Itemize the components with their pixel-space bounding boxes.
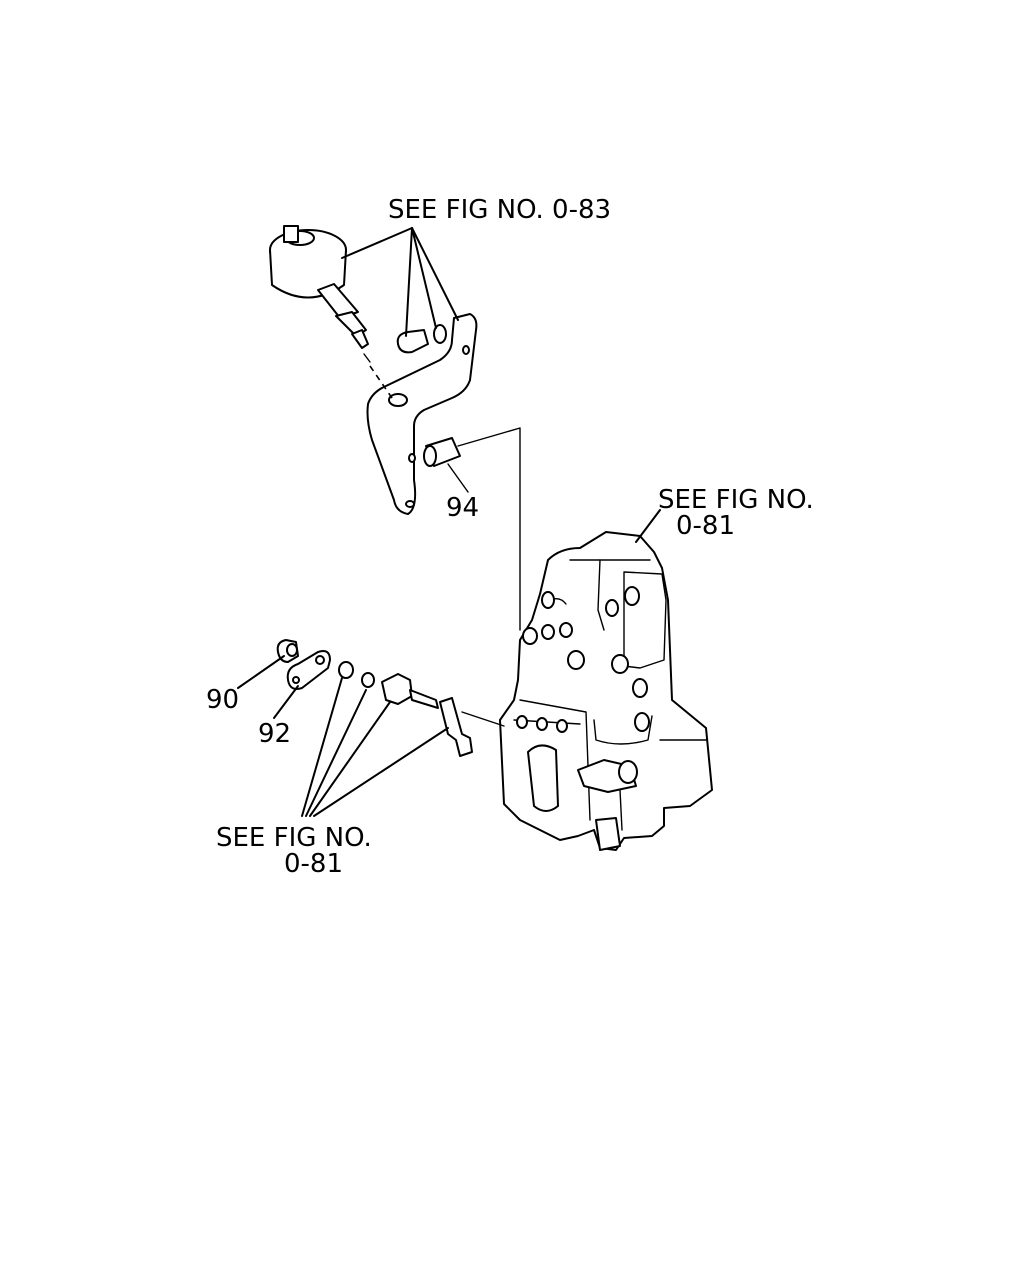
leader-lines-left — [237, 655, 505, 817]
leader-lines-top — [341, 227, 459, 337]
leader-94 — [447, 463, 469, 493]
ref-label-right-line1: SEE FIG NO. — [658, 485, 814, 515]
ref-label-left-line2: 0-81 — [284, 849, 343, 879]
leader-94-top — [457, 427, 521, 631]
part-label-90: 90 — [206, 685, 239, 715]
pump-body — [499, 531, 713, 851]
ref-label-left-line1: SEE FIG NO. — [216, 823, 372, 853]
ref-label-right-line2: 0-81 — [676, 511, 735, 541]
ref-label-top: SEE FIG NO. 0-83 — [388, 195, 611, 225]
leader-ref-right — [635, 509, 661, 543]
sensor-unit — [269, 225, 371, 363]
part-label-94: 94 — [446, 493, 479, 523]
small-parts — [276, 639, 473, 757]
mounting-bracket — [366, 313, 478, 515]
bushing-94 — [423, 437, 461, 467]
part-label-92: 92 — [258, 719, 291, 749]
